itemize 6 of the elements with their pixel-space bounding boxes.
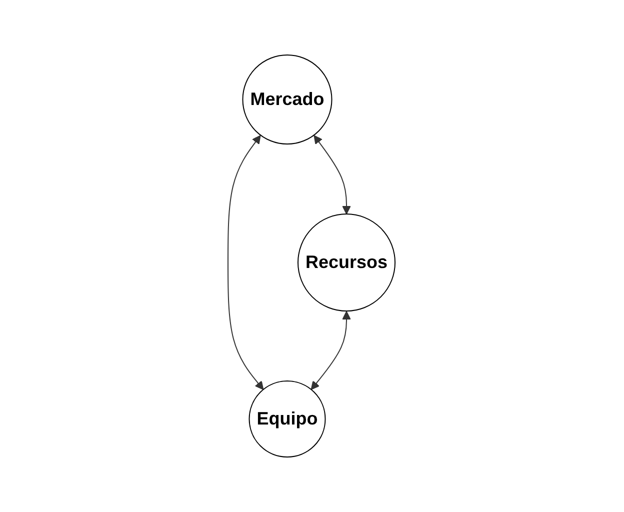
arrow	[228, 135, 264, 390]
node-circle: Equipo	[249, 380, 326, 458]
node-circle: Recursos	[298, 214, 396, 312]
arrow	[311, 311, 352, 390]
arrow	[314, 135, 352, 214]
node-circle: Mercado	[242, 54, 333, 144]
